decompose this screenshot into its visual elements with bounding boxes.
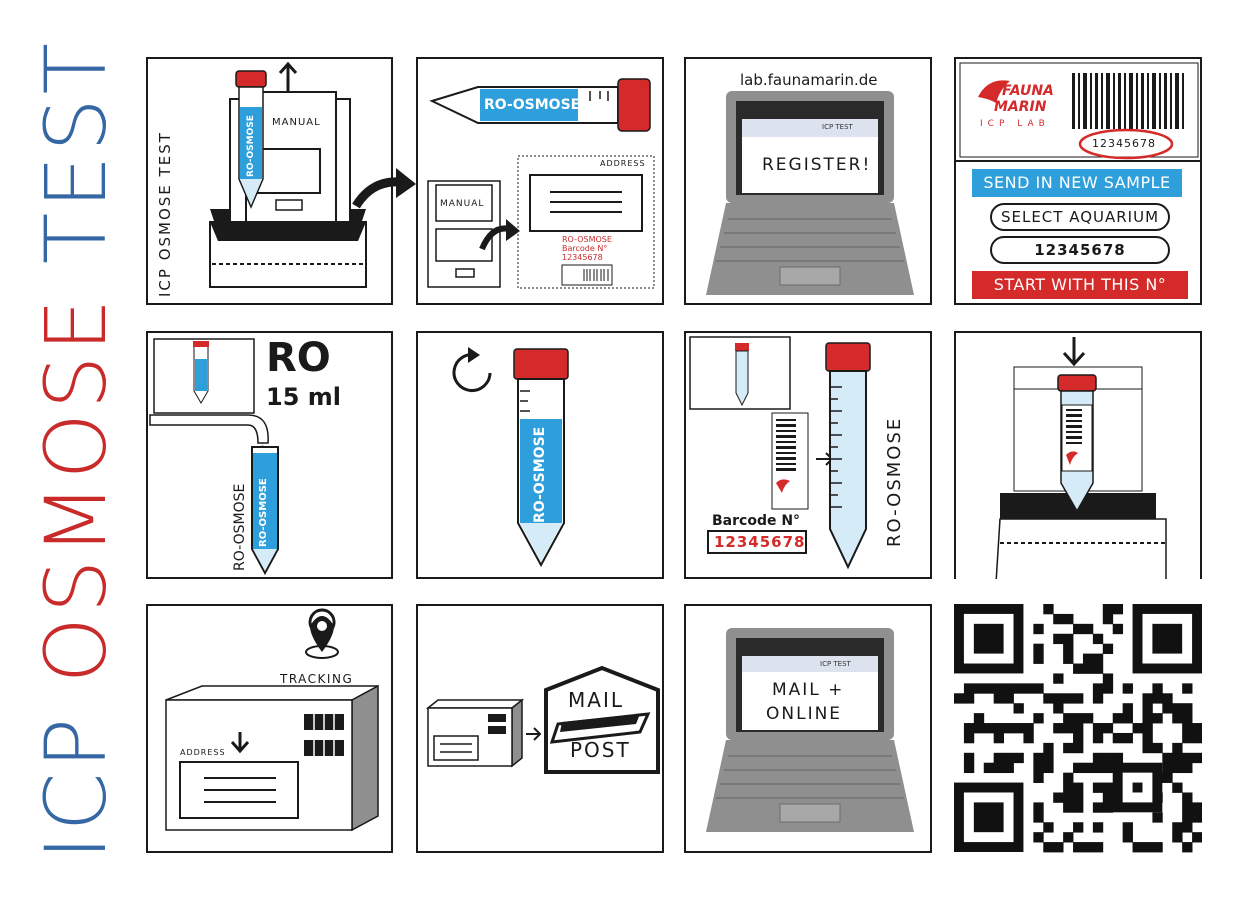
panel9-address: ADDRESS <box>180 748 226 757</box>
panel5-volume: 15 ml <box>266 383 341 411</box>
arrow-right-icon <box>526 727 542 741</box>
barcode-sticker-illustration <box>689 336 871 570</box>
panel2-address-label: ADDRESS <box>600 159 646 168</box>
title-word-test: TEST <box>27 39 125 265</box>
closed-tube-illustration <box>452 347 569 568</box>
send-new-sample-button: SEND IN NEW SAMPLE <box>972 169 1182 197</box>
panel2-tube-label: RO-OSMOSE <box>484 97 581 113</box>
panel1-side-label: ICP OSMOSE TEST <box>156 131 174 297</box>
panel3-screen-tag: ICP TEST <box>822 123 853 131</box>
panel-6-close-tube: RO-OSMOSE <box>416 331 664 579</box>
fill-tube-illustration <box>149 338 279 576</box>
panel3-screen-text: REGISTER! <box>762 155 872 175</box>
package-illustration <box>165 608 379 832</box>
panel-7-barcode-sticker: Barcode N° 12345678 RO-OSMOSE <box>684 331 932 579</box>
panel2-manual-label: MANUAL <box>440 199 485 209</box>
panel7-tube-side-label: RO-OSMOSE <box>884 416 905 547</box>
panel5-side-label: RO-OSMOSE <box>232 483 248 571</box>
panel11-screen-tag: ICP TEST <box>820 660 851 668</box>
panel6-tube-label: RO-OSMOSE <box>532 426 548 523</box>
panel10-post: POST <box>570 738 631 762</box>
brand-label-illustration <box>956 62 1200 162</box>
panel2-red-line1: RO-OSMOSE <box>562 235 612 244</box>
panel-2-contents: RO-OSMOSE MANUAL ADDRESS RO-OSMOSE Barco… <box>416 57 664 305</box>
panel-8-insert-tube <box>954 331 1202 579</box>
panel10-mail: MAIL <box>568 688 624 712</box>
panel-11-results: ICP TEST MAIL + ONLINE <box>684 604 932 853</box>
fish-logo-icon <box>978 80 1010 103</box>
kit-box-illustration <box>209 61 367 288</box>
arrow-right-icon <box>352 168 416 209</box>
panel2-red-line3: 12345678 <box>562 253 603 262</box>
panel1-manual-label: MANUAL <box>272 117 321 128</box>
title-word-icp: ICP <box>27 713 125 860</box>
panel11-line1: MAIL + <box>772 680 845 700</box>
panel5-big: RO <box>266 335 331 381</box>
insert-tube-illustration <box>995 337 1167 579</box>
panel7-barcode-label: Barcode N° <box>712 513 801 529</box>
panel7-barcode-number: 12345678 <box>714 533 806 551</box>
qr-code-icon <box>954 604 1203 853</box>
panel5-tube-label: RO-OSMOSE <box>258 478 269 547</box>
panel4-barcode-number: 12345678 <box>1092 137 1156 150</box>
rotate-icon <box>452 353 492 393</box>
vertical-title: ICP OSMOSE TEST <box>27 39 125 860</box>
qr-code-graphic <box>954 604 1203 853</box>
panel3-url: lab.faunamarin.de <box>740 71 878 89</box>
contents-illustration <box>427 78 655 289</box>
panel-3-register: lab.faunamarin.de ICP TEST REGISTER! <box>684 57 932 305</box>
laptop-icon <box>706 91 914 295</box>
panel-10-mail-post: MAIL POST <box>416 604 664 853</box>
panel1-tube-label: RO-OSMOSE <box>246 115 256 177</box>
panel-9-package: TRACKING ADDRESS <box>146 604 393 853</box>
sample-number-field: 12345678 <box>990 236 1170 264</box>
laptop-icon <box>706 628 914 832</box>
panel4-brand-line3: ICP LAB <box>980 119 1050 129</box>
mailbox-illustration <box>425 665 660 774</box>
panel9-tracking: TRACKING <box>280 672 354 686</box>
panel-1-unbox-kit: ICP OSMOSE TEST MANUAL RO-OSMOSE <box>146 57 393 305</box>
panel2-red-line2: Barcode N° <box>562 244 608 253</box>
arrow-down-icon <box>230 732 250 754</box>
panel-4-online-form: FAUNA MARIN ICP LAB 12345678 SEND IN NEW… <box>954 57 1202 305</box>
title-word-osmose: OSMOSE <box>27 294 125 684</box>
select-aquarium-button: SELECT AQUARIUM <box>990 203 1170 231</box>
panel-5-fill-ro: RO 15 ml RO-OSMOSE RO-OSMOSE <box>146 331 393 579</box>
panel4-brand-line1: FAUNA <box>1002 83 1054 99</box>
panel4-brand-line2: MARIN <box>994 99 1047 115</box>
panel11-line2: ONLINE <box>766 704 843 724</box>
start-with-number-button: START WITH THIS N° <box>972 271 1188 299</box>
